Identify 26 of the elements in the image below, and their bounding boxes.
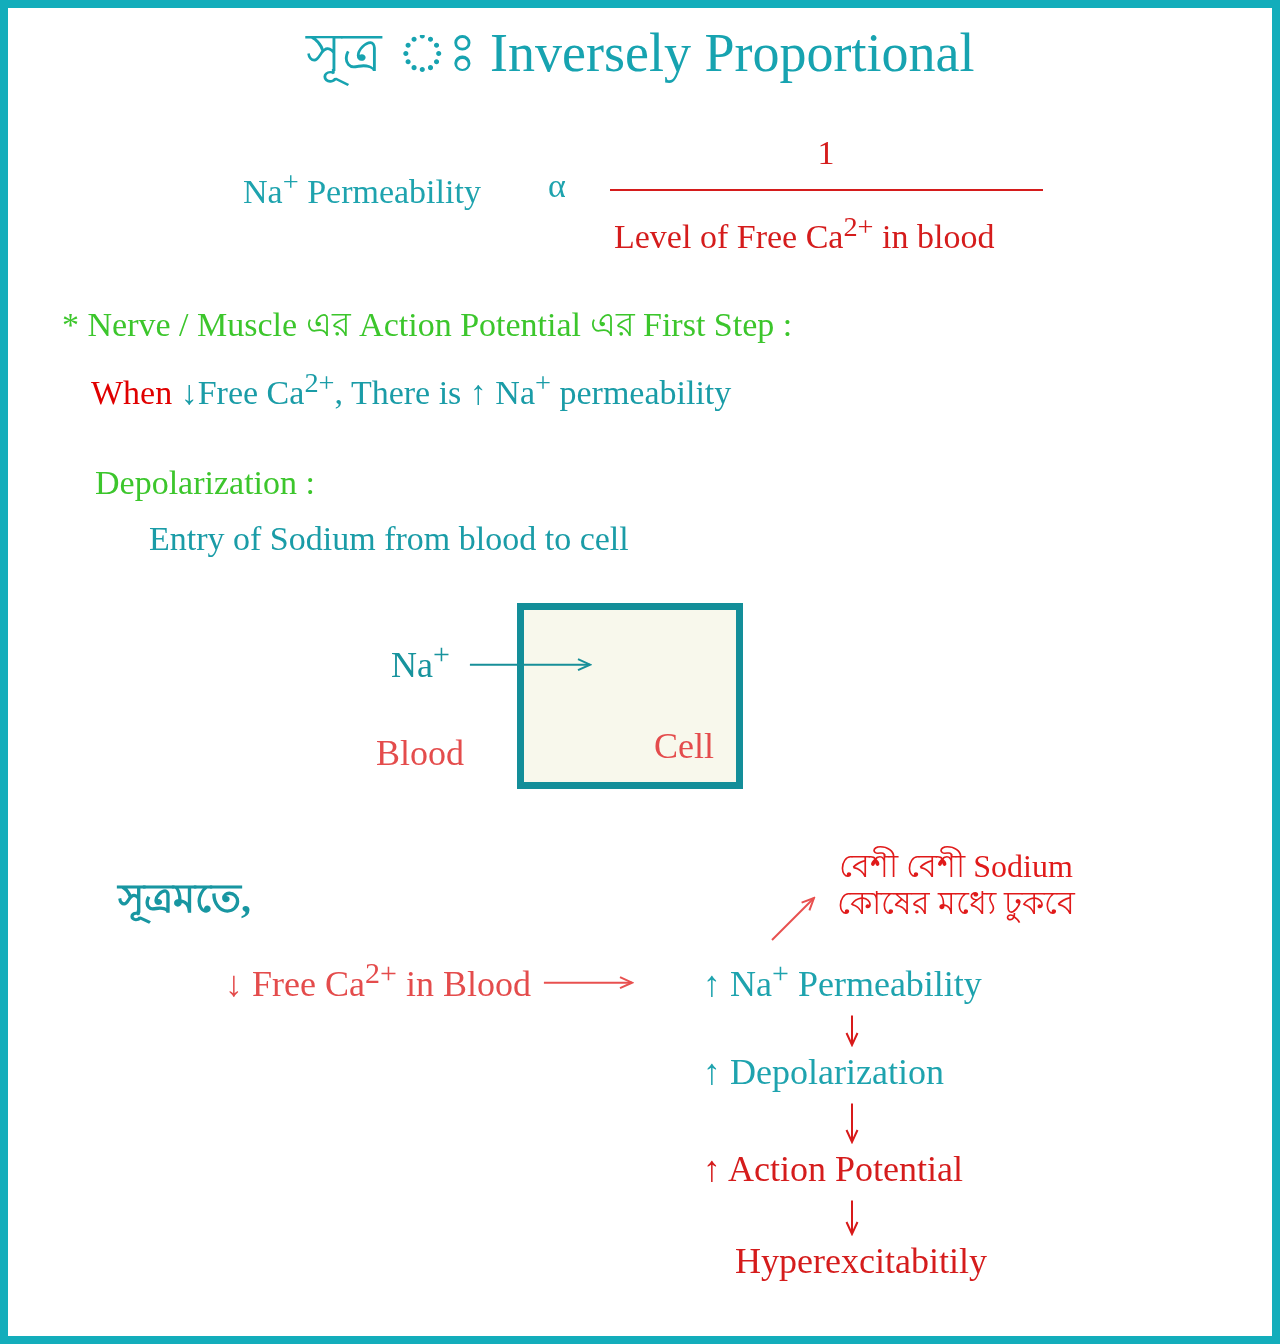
proportional-sign: α — [548, 166, 566, 206]
ion-label: Na$^{+}$ — [391, 637, 450, 687]
statement-text: When ↓Free Ca$^{2+}$, There is ↑ Na$^{+}$ permeability — [91, 367, 732, 413]
heading-text: * Nerve / Muscle এর Action Potential এর First Step : — [62, 305, 793, 345]
cause-text: ↓ Free Ca$^{2+}$ in Blood — [225, 956, 531, 1006]
arrow — [845, 1014, 859, 1046]
arrow — [845, 1199, 859, 1235]
section-heading: সূত্রমতে, — [118, 876, 251, 922]
formula-text: Na$^{+}$ Permeability — [243, 166, 481, 212]
subheading: Depolarization : — [95, 463, 315, 503]
page-title: সূত্র ঃ Inversely Proportional — [305, 22, 975, 85]
effect-text: ↑ Na$^{+}$ Permeability — [703, 956, 982, 1006]
effect-text: ↑ Action Potential — [703, 1149, 963, 1191]
cell-box — [517, 603, 743, 789]
denominator: Level of Free Ca$^{2+}$ in blood — [614, 211, 995, 257]
arrow — [771, 897, 815, 941]
effect-text: ↑ Depolarization — [703, 1052, 944, 1094]
arrow — [468, 658, 591, 672]
arrow — [542, 976, 633, 990]
definition-text: Entry of Sodium from blood to cell — [149, 519, 629, 559]
result-text: Hyperexcitabitily — [735, 1241, 987, 1283]
arrow — [845, 1102, 859, 1143]
numerator: 1 — [817, 133, 835, 173]
cell-label: Cell — [654, 726, 714, 768]
note-text: বেশী বেশী Sodium কোষের মধ্যে ঢুকবে — [811, 848, 1101, 922]
region-label: Blood — [376, 733, 464, 775]
